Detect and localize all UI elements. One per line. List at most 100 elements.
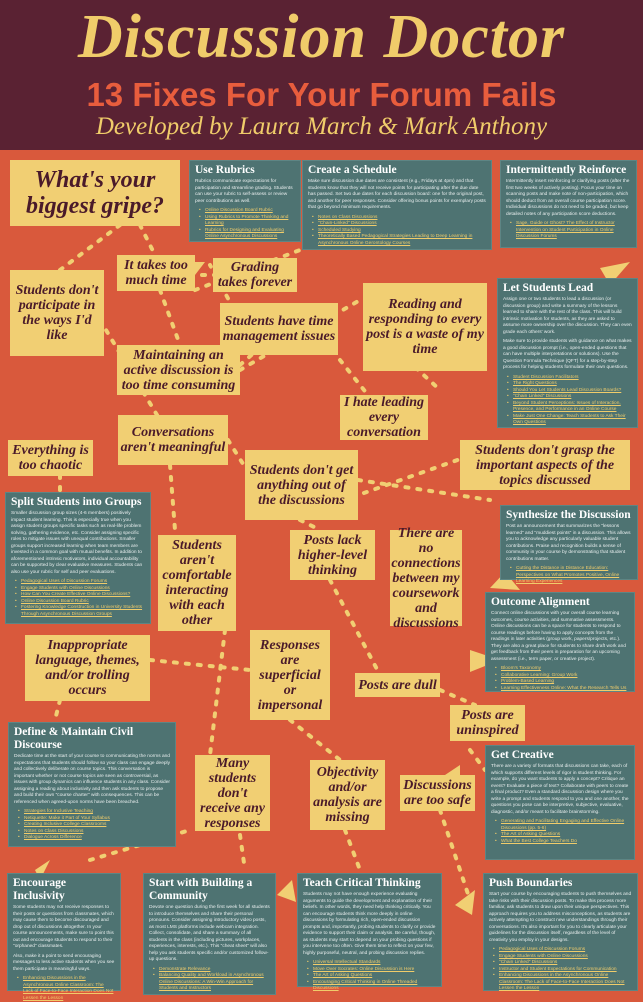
resource-link[interactable]: Creating Inclusive College Classrooms (18, 822, 170, 829)
resource-link[interactable]: Enhancing Discussions in the Asynchronou… (17, 976, 115, 1002)
resource-link[interactable]: Learning Effectiveness Online: What the … (495, 686, 629, 693)
resource-link[interactable]: Should You Let Students Lead Discussion … (507, 388, 632, 395)
fix-description: Make sure discussion due dates are consi… (308, 179, 486, 210)
gripe-lack-higher-level-thinking: Posts lack higher-level thinking (290, 530, 375, 580)
resource-links: Generating and Facilitating Engaging and… (491, 819, 629, 845)
resource-link[interactable]: The Right Questions (507, 381, 632, 388)
resource-link[interactable]: Scheduled Studying (312, 228, 486, 235)
resource-links: Bloom's TaxonomyCollaborative Learning: … (491, 666, 629, 692)
resource-link[interactable]: Cutting the Distance in Distance Educati… (510, 566, 632, 586)
resource-link[interactable]: Demonstrate Relevance (153, 967, 270, 974)
resource-link[interactable]: Netiquette: Make it Part of Your Syllabu… (18, 816, 170, 823)
fix-description: Some students may not receive responses … (13, 905, 114, 949)
fix-description: Start your course by encouraging student… (489, 892, 632, 943)
resource-link[interactable]: Using Rubrics to Promote Thinking and Le… (199, 215, 295, 228)
fix-title: Define & Maintain Civil Discourse (14, 726, 134, 751)
resource-link[interactable]: "Chain Linked" Discussions (493, 960, 632, 967)
resource-link[interactable]: "Chain Linked" Discussions (507, 394, 632, 401)
fix-title: Encourage Inclusivity (13, 877, 67, 902)
resource-link[interactable]: The Art of Asking Questions (307, 973, 436, 980)
author-credit: Developed by Laura March & Mark Anthony (95, 113, 548, 140)
resource-link[interactable]: How Can You Create Effective Online Disc… (15, 592, 145, 599)
fix-description: Smaller discussion group sizes (4-6 memb… (11, 511, 143, 575)
resource-link[interactable]: "Chain-Linked" Discussions (312, 221, 486, 228)
resource-link[interactable]: Strategies for Inclusive Teaching (18, 809, 170, 816)
gripe-too-chaotic: Everything is too chaotic (8, 440, 93, 476)
gripe-students-dont-participate: Students don't participate in the ways I… (10, 270, 104, 356)
resource-link[interactable]: Student Discussion Facilitators (507, 375, 632, 382)
resource-link[interactable]: Notes on Class Discussions (312, 215, 486, 222)
gripe-posts-dull: Posts are dull (355, 673, 440, 697)
resource-link[interactable]: Balancing Quality and Workload in Asynch… (153, 973, 270, 993)
fix-title: Let Students Lead (503, 282, 594, 294)
resource-link[interactable]: Move Over Socrates: Online Discussion is… (307, 967, 436, 974)
resource-link[interactable]: Engage Students with Online Discussions (15, 586, 145, 593)
fix-title: Teach Critical Thinking (303, 877, 421, 889)
resource-link[interactable]: Sage, Guide or Ghost? The Effect of Inst… (510, 221, 631, 241)
gripe-not-comfortable-interacting: Students aren't comfortable interacting … (158, 535, 236, 631)
fix-description: Connect online discussions with your ove… (491, 611, 626, 662)
resource-link[interactable]: Online Discussion Board Rubric (199, 208, 295, 215)
resource-link[interactable]: Pedagogical Uses of Discussion Forums (493, 947, 632, 954)
resource-links: Sage, Guide or Ghost? The Effect of Inst… (506, 221, 631, 241)
resource-link[interactable]: Engage Students with Online Discussions (493, 954, 632, 961)
gripe-maintaining-discussion: Maintaining an active discussion is too … (117, 345, 240, 395)
gripe-no-connections: There are no connections between my cour… (390, 525, 462, 631)
fix-description: There are a variety of formats that disc… (491, 764, 629, 815)
resource-links: Demonstrate RelevanceBalancing Quality a… (149, 967, 270, 993)
gripe-superficial-responses: Responses are superficial or impersonal (250, 630, 330, 720)
resource-links: Student Discussion FacilitatorsThe Right… (503, 375, 632, 427)
fix-title: Intermittently Reinforce (506, 164, 627, 176)
fix-title: Split Students into Groups (11, 496, 142, 508)
resource-link[interactable]: Notes on Class Discussions (18, 829, 170, 836)
resource-link[interactable]: Generating and Facilitating Engaging and… (495, 819, 629, 832)
resource-link[interactable]: Rubrics for Designing and Evaluating Onl… (199, 228, 295, 241)
gripe-dont-grasp-topics: Students don't grasp the important aspec… (460, 440, 630, 490)
resource-links: Online Discussion Board RubricUsing Rubr… (195, 208, 295, 241)
resource-link[interactable]: Encouraging Critical Thinking in Online … (307, 980, 436, 993)
header-banner: Discussion Doctor 13 Fixes For Your Foru… (0, 0, 643, 150)
fix-title: Start with Building a Community (149, 877, 253, 902)
gripe-no-responses: Many students don't receive any response… (195, 755, 270, 831)
resource-link[interactable]: What the Best College Teachers Do (495, 839, 629, 846)
resource-link[interactable]: Universal Intellectual Standards (307, 960, 436, 967)
resource-link[interactable]: The Art of Asking Questions (495, 832, 629, 839)
resource-link[interactable]: Make Just One Change: Teach Students to … (507, 414, 632, 427)
resource-links: Notes on Class Discussions"Chain-Linked"… (308, 215, 486, 248)
resource-link[interactable]: Pedagogical Uses of Discussion Forums (15, 579, 145, 586)
resource-links: Cutting the Distance in Distance Educati… (506, 566, 632, 586)
resource-link[interactable]: Collaborative Learning: Group Work (495, 673, 629, 680)
page-subtitle: 13 Fixes For Your Forum Fails (86, 76, 557, 113)
fix-title: Synthesize the Discussion (506, 509, 631, 521)
fix-title: Get Creative (491, 749, 554, 761)
gripe-dont-get-anything: Students don't get anything out of the d… (245, 450, 358, 520)
resource-link[interactable]: Beyond Student Perceptions: Issues of In… (507, 401, 632, 414)
resource-links: Strategies for Inclusive TeachingNetique… (14, 809, 170, 842)
fix-description: Rubrics communicate expectations for par… (195, 179, 293, 204)
resource-link[interactable]: Bloom's Taxonomy (495, 666, 629, 673)
resource-link[interactable]: Problem-Based Learning (495, 679, 629, 686)
resource-link[interactable]: Online Discussion Board Rubric (15, 599, 145, 606)
gripe-inappropriate-language: Inappropriate language, themes, and/or t… (25, 635, 150, 701)
fix-description: Assign one or two students to lead a dis… (503, 297, 632, 335)
gripe-conversations-not-meaningful: Conversations aren't meaningful (118, 415, 228, 465)
fix-description: Also, make it a point to send encouragin… (13, 953, 115, 972)
resource-link[interactable]: Fostering Knowledge Construction in Univ… (15, 605, 145, 618)
gripe-biggest-gripe-heading: What's your biggest gripe? (10, 160, 180, 226)
resource-link[interactable]: Dialogue Across Difference (18, 835, 170, 842)
fix-description: Dedicate time at the start of your cours… (14, 754, 170, 805)
resource-links: Pedagogical Uses of Discussion ForumsEng… (489, 947, 632, 993)
resource-link[interactable]: Enhancing Discussions in the Asynchronou… (493, 973, 632, 993)
resource-link[interactable]: Theoretically Based Pedagogical Strategi… (312, 234, 486, 247)
resource-link[interactable]: Instructor and Student Expectations for … (493, 967, 632, 974)
